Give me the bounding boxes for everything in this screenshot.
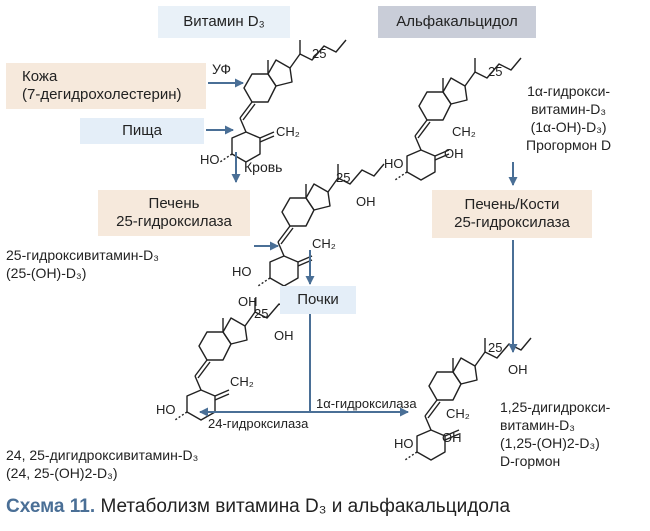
atom-ch2: CH₂ [276, 124, 300, 139]
vitamin-d3-molecule [219, 39, 347, 163]
uv-label: УФ [212, 61, 232, 77]
atom-oh: OH [508, 362, 528, 377]
skin-box: Кожа (7-дегидрохолестерин) [6, 63, 206, 109]
header-vitamin-d3: Витамин D₃ [158, 6, 290, 38]
1a-hydroxylase-label: 1α-гидроксилаза [316, 396, 417, 411]
food-box: Пища [80, 118, 204, 144]
liver-bone-box: Печень/Кости 25-гидроксилаза [432, 190, 592, 238]
24-hydroxylase-label: 24-гидроксилаза [208, 416, 309, 431]
figure-caption: Схема 11. Метаболизм витамина D₃ и альфа… [6, 496, 510, 518]
atom-ch2: CH₂ [312, 236, 336, 251]
atom-25: 25 [312, 46, 327, 61]
atom-ho: HO [384, 156, 404, 171]
atom-ho: HO [232, 264, 252, 279]
atom-25: 25 [254, 306, 269, 321]
compound-1-25-oh2-d3: 1,25-дигидрокси- витамин-D₃ (1,25-(OH)2-… [500, 399, 611, 469]
atom-oh: OH [238, 294, 258, 309]
atom-25: 25 [488, 340, 503, 355]
atom-ch2: CH₂ [230, 374, 254, 389]
25-oh-d3-molecule [257, 163, 385, 287]
caption-number: Схема 11. [6, 496, 96, 517]
24-25-oh2-d3-molecule [174, 297, 302, 421]
atom-oh: OH [442, 430, 462, 445]
compound-25-oh-d3: 25-гидроксивитамин-D₃ (25-(OH)-D₃) [6, 247, 159, 281]
compound-24-25-oh2-d3: 24, 25-дигидроксивитамин-D₃ (24, 25-(OH)… [6, 447, 199, 481]
atom-ho: HO [200, 152, 220, 167]
atom-oh: OH [274, 328, 294, 343]
atom-ho: HO [394, 436, 414, 451]
atom-ho: HO [156, 402, 176, 417]
atom-oh: OH [356, 194, 376, 209]
blood-label: Кровь [244, 159, 283, 175]
liver-box: Печень 25-гидроксилаза [98, 190, 250, 236]
atom-oh: OH [444, 146, 464, 161]
atom-ch2: CH₂ [446, 406, 470, 421]
kidneys-box: Почки [280, 286, 356, 314]
atom-25: 25 [336, 170, 351, 185]
header-alfacalcidol: Альфакальцидол [378, 6, 536, 38]
caption-text: Метаболизм витамина D₃ и альфакальцидола [100, 496, 511, 517]
atom-25: 25 [488, 64, 503, 79]
atom-ch2: CH₂ [452, 124, 476, 139]
compound-alfacalcidol: 1α-гидрокси- витамин-D₃ (1α-OH)-D₃) Прог… [526, 83, 612, 153]
